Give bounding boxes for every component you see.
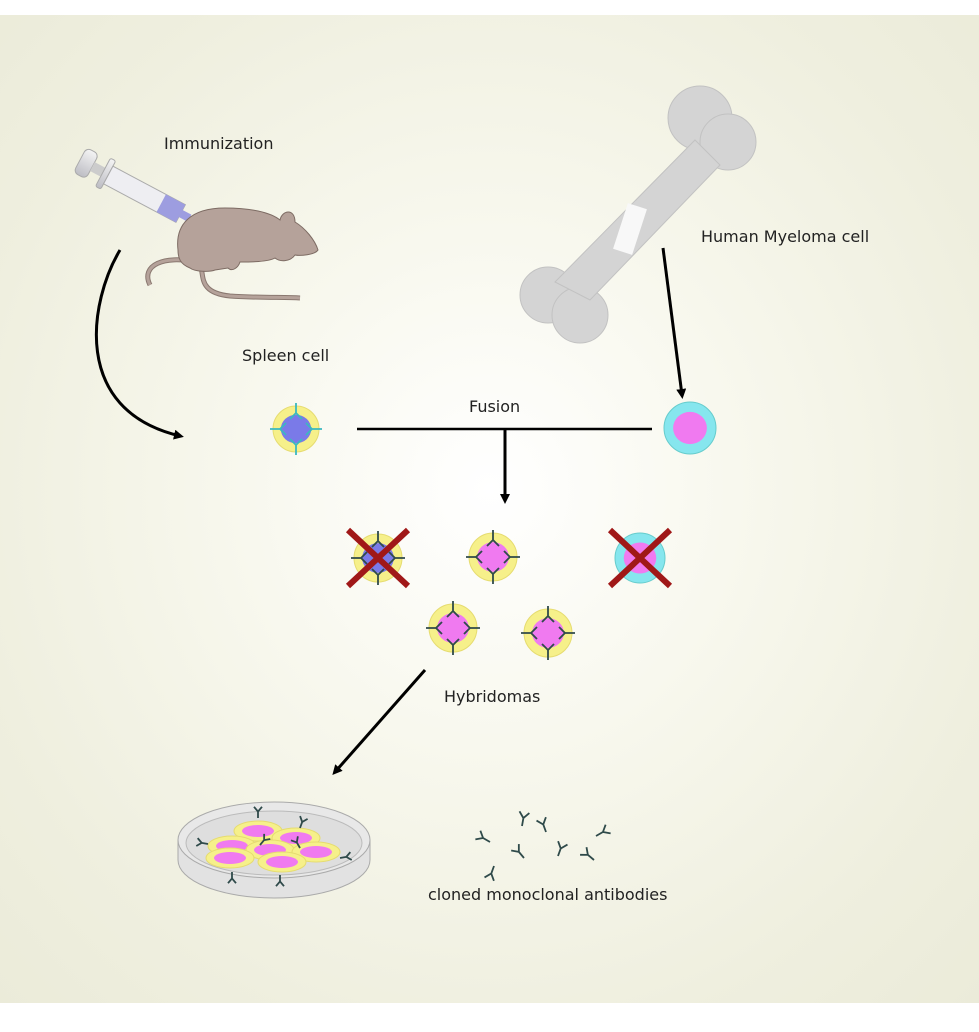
antibody-icon <box>466 550 483 564</box>
myeloma-cell <box>663 401 717 455</box>
antibody-icon <box>486 567 500 584</box>
cross-icon <box>345 527 411 589</box>
antibody-icon <box>446 601 460 618</box>
antibody-icon <box>270 422 287 436</box>
colony-cell <box>291 841 341 863</box>
antibody-icon <box>275 875 285 887</box>
colony-cell <box>233 820 283 842</box>
arrow-myeloma-down <box>661 247 687 399</box>
antibody-icon <box>580 847 595 861</box>
antibody-icon <box>195 837 209 847</box>
hybridoma-cell <box>426 601 480 655</box>
antibody-icon <box>299 815 309 829</box>
arrow-to-culture <box>332 669 427 775</box>
antibody-icon <box>259 833 271 846</box>
background <box>0 15 979 1003</box>
antibody-icon <box>253 806 263 818</box>
hybridoma-cell <box>466 530 520 584</box>
bone-icon <box>519 85 757 344</box>
antibody-icon <box>518 810 530 827</box>
colony-cell <box>257 851 307 873</box>
antibody-icon <box>351 551 368 565</box>
antibody-icon <box>595 824 611 837</box>
antibody-icon <box>446 638 460 655</box>
antibody-icon <box>541 606 555 623</box>
syringe-icon <box>74 148 210 230</box>
antibody-icon <box>289 438 303 455</box>
antibody-icon <box>371 531 385 548</box>
label-fusion: Fusion <box>469 397 521 416</box>
antibody-icon <box>339 851 353 861</box>
antibody-icon <box>521 626 538 640</box>
antibody-icon <box>536 816 547 833</box>
label-hybridomas: Hybridomas <box>444 687 541 706</box>
spleen-cell <box>270 403 322 455</box>
label-spleen-cell: Spleen cell <box>242 346 330 365</box>
hybridoma-cell <box>521 606 575 660</box>
antibody-icon <box>475 830 491 843</box>
antibody-icon <box>511 844 525 859</box>
antibody-icon <box>426 621 443 635</box>
arrow-immunization-to-spleen <box>94 249 184 440</box>
antibody-icon <box>463 621 480 635</box>
antibody-icon <box>503 550 520 564</box>
antibody-icon <box>486 530 500 547</box>
antibody-icon <box>388 551 405 565</box>
colony-cell <box>205 847 255 869</box>
antibody-icon <box>289 403 303 420</box>
antibody-icon <box>305 422 322 436</box>
label-human-myeloma-cell: Human Myeloma cell <box>701 227 870 246</box>
antibody-icon <box>227 872 237 884</box>
label-immunization: Immunization <box>164 134 274 153</box>
antibody-icon <box>558 626 575 640</box>
antibody-icon <box>557 840 568 857</box>
label-cloned-monoclonal-antibodies: cloned monoclonal antibodies <box>428 885 668 904</box>
mouse-icon <box>145 207 319 301</box>
antibody-icon <box>484 865 495 882</box>
antibody-icon <box>541 643 555 660</box>
antibody-icon <box>371 568 385 585</box>
cross-icon <box>607 527 673 589</box>
antibody-icon <box>290 836 301 849</box>
